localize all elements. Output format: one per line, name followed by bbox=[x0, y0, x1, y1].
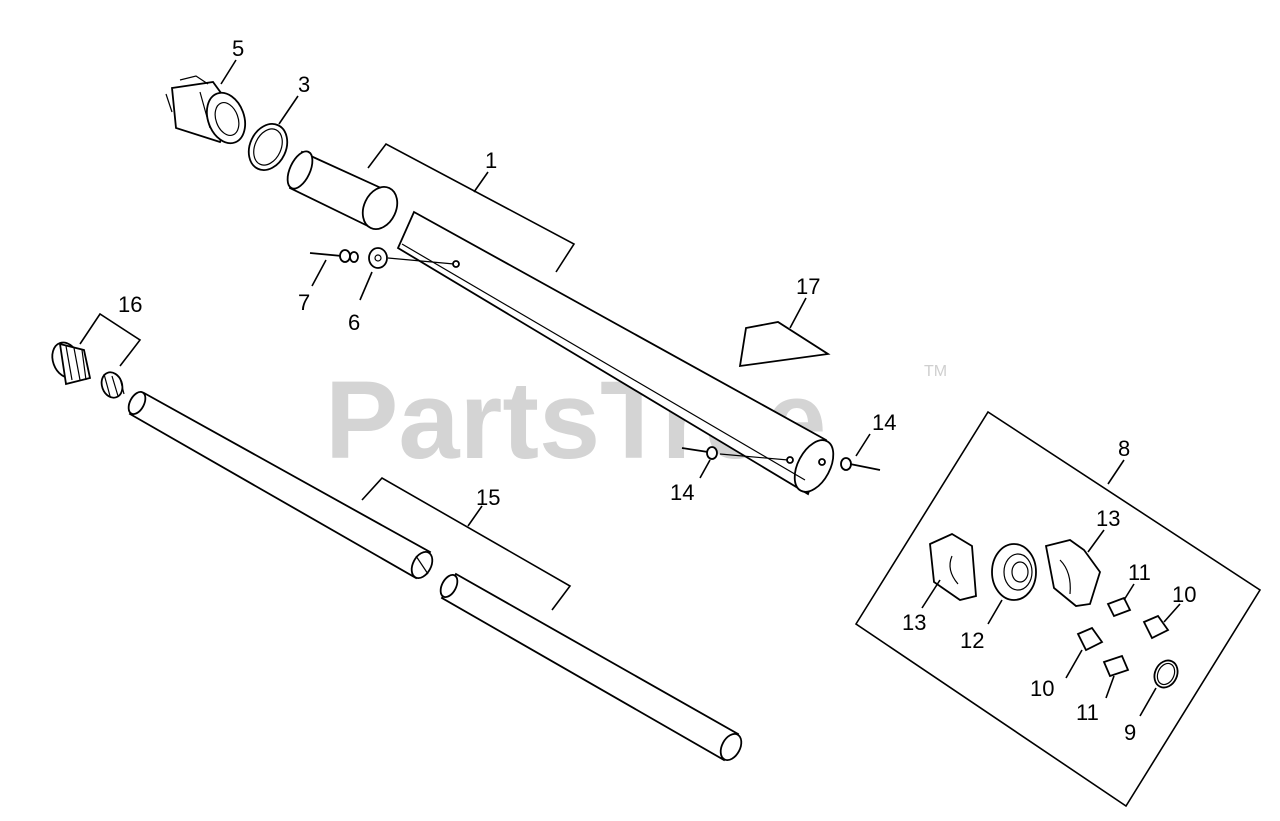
leader-17 bbox=[789, 297, 807, 329]
part-14-screw-upper[interactable] bbox=[818, 457, 881, 471]
part-8-assembly-box bbox=[854, 410, 1262, 808]
part-1-outer-tube[interactable] bbox=[282, 148, 841, 499]
part-17-label[interactable] bbox=[738, 321, 831, 368]
part-14-screw-lower[interactable] bbox=[681, 446, 794, 464]
part-10-clip-upper[interactable] bbox=[1142, 614, 1170, 640]
callout-5: 5 bbox=[232, 36, 244, 61]
leader-3 bbox=[278, 95, 299, 125]
callout-16: 16 bbox=[118, 292, 142, 317]
leader-1 bbox=[473, 171, 489, 193]
part-10-clip-lower[interactable] bbox=[1076, 626, 1104, 652]
callout-9: 9 bbox=[1124, 720, 1136, 745]
leader-11-lower bbox=[1105, 675, 1115, 699]
part-9-o-ring[interactable] bbox=[1150, 657, 1182, 692]
part-6-washer[interactable] bbox=[368, 247, 460, 269]
bracket-16 bbox=[79, 312, 142, 367]
leader-14-lower bbox=[699, 459, 711, 479]
callout-12: 12 bbox=[960, 628, 984, 653]
bracket-15 bbox=[361, 476, 572, 611]
leader-10-upper bbox=[1163, 603, 1181, 623]
callout-7: 7 bbox=[298, 290, 310, 315]
callout-13-right: 13 bbox=[1096, 506, 1120, 531]
callout-11-upper: 11 bbox=[1128, 560, 1151, 585]
callout-17: 17 bbox=[796, 274, 820, 299]
part-5-coupling[interactable] bbox=[165, 75, 252, 149]
leader-7 bbox=[311, 259, 327, 287]
callout-11-lower: 11 bbox=[1076, 700, 1099, 725]
part-13-sleeve-right[interactable] bbox=[1044, 539, 1101, 607]
leader-13-right bbox=[1087, 529, 1105, 553]
callout-10-lower: 10 bbox=[1030, 676, 1054, 701]
watermark-trademark: TM bbox=[924, 363, 947, 380]
leader-14-upper bbox=[855, 433, 871, 457]
callout-14-lower: 14 bbox=[670, 480, 694, 505]
leader-6 bbox=[359, 271, 373, 301]
callout-10-upper: 10 bbox=[1172, 582, 1196, 607]
callout-1: 1 bbox=[485, 148, 497, 173]
part-7-screw[interactable] bbox=[309, 249, 359, 263]
leader-12 bbox=[987, 599, 1003, 625]
callout-3: 3 bbox=[298, 72, 310, 97]
part-11-pin-lower[interactable] bbox=[1102, 654, 1130, 678]
part-15-drive-shaft[interactable] bbox=[125, 389, 745, 763]
bracket-1 bbox=[367, 142, 576, 273]
leader-13-left bbox=[921, 579, 941, 609]
callout-14-upper: 14 bbox=[872, 410, 896, 435]
part-16-bushing[interactable] bbox=[48, 339, 126, 401]
leader-10-lower bbox=[1065, 649, 1083, 679]
callout-8: 8 bbox=[1118, 436, 1130, 461]
leader-15 bbox=[467, 505, 483, 527]
leader-5 bbox=[220, 59, 237, 85]
leader-9 bbox=[1139, 687, 1157, 717]
callout-6: 6 bbox=[348, 310, 360, 335]
leader-11-upper bbox=[1123, 583, 1135, 601]
part-11-pin-upper[interactable] bbox=[1106, 596, 1132, 618]
leader-8 bbox=[1107, 459, 1125, 485]
part-13-sleeve-left[interactable] bbox=[929, 532, 977, 601]
callout-15: 15 bbox=[476, 485, 500, 510]
part-3-snap-ring[interactable] bbox=[242, 118, 295, 177]
part-12-bearing[interactable] bbox=[991, 543, 1037, 601]
callout-13-left: 13 bbox=[902, 610, 926, 635]
